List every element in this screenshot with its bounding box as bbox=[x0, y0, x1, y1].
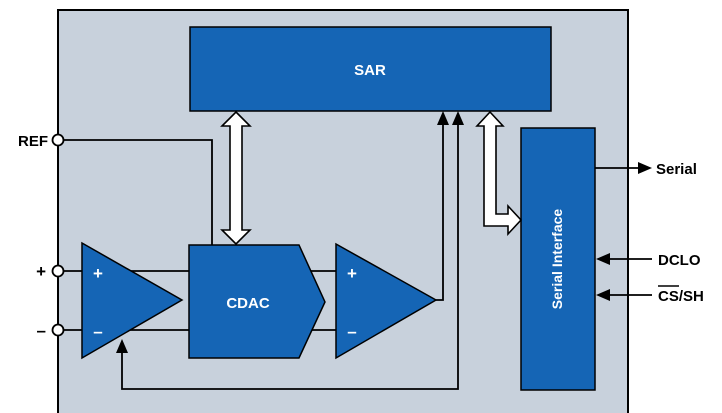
output-comparator bbox=[335, 242, 438, 360]
feedback-loop-wire bbox=[121, 124, 459, 390]
serial-interface-block bbox=[520, 127, 596, 391]
sar-cdac-bus-arrow bbox=[220, 110, 252, 246]
cdac-label: CDAC bbox=[226, 295, 269, 312]
dclo-input-arrowhead bbox=[596, 253, 610, 265]
in-plus-pin-label: + bbox=[36, 262, 46, 281]
sar-label: SAR bbox=[354, 62, 386, 79]
output-comparator-minus: – bbox=[347, 322, 356, 341]
comparator-to-sar-wire bbox=[436, 124, 444, 301]
ref-pin-label: REF bbox=[18, 133, 48, 150]
in-plus-pin bbox=[51, 264, 65, 278]
serial-output-arrowhead bbox=[638, 162, 652, 174]
dclo-pin-label: DCLO bbox=[658, 252, 701, 269]
cs-sh-input-arrowhead bbox=[596, 289, 610, 301]
comparator-to-sar-arrowhead bbox=[437, 111, 449, 125]
input-comparator bbox=[81, 241, 184, 360]
in-minus-pin bbox=[51, 323, 65, 337]
output-comparator-plus: + bbox=[347, 264, 357, 283]
feedback-arrowhead bbox=[116, 339, 128, 353]
cs-sh-pin-label: CS/SH bbox=[658, 288, 704, 305]
in-minus-pin-label: – bbox=[37, 321, 46, 340]
input-comparator-minus: – bbox=[93, 322, 102, 341]
ref-wire bbox=[64, 139, 213, 246]
sar-block bbox=[189, 26, 552, 112]
input-comparator-plus: + bbox=[93, 264, 103, 283]
feedback-to-sar-arrowhead bbox=[452, 111, 464, 125]
cdac-block bbox=[188, 244, 326, 359]
sh-text: /SH bbox=[679, 288, 704, 305]
serial-interface-label: Serial Interface bbox=[549, 209, 565, 310]
sar-serial-bus-arrow bbox=[475, 110, 523, 237]
ref-pin bbox=[51, 133, 65, 147]
serial-pin-label: Serial bbox=[656, 161, 697, 178]
cs-overbar-text: CS bbox=[658, 288, 679, 305]
